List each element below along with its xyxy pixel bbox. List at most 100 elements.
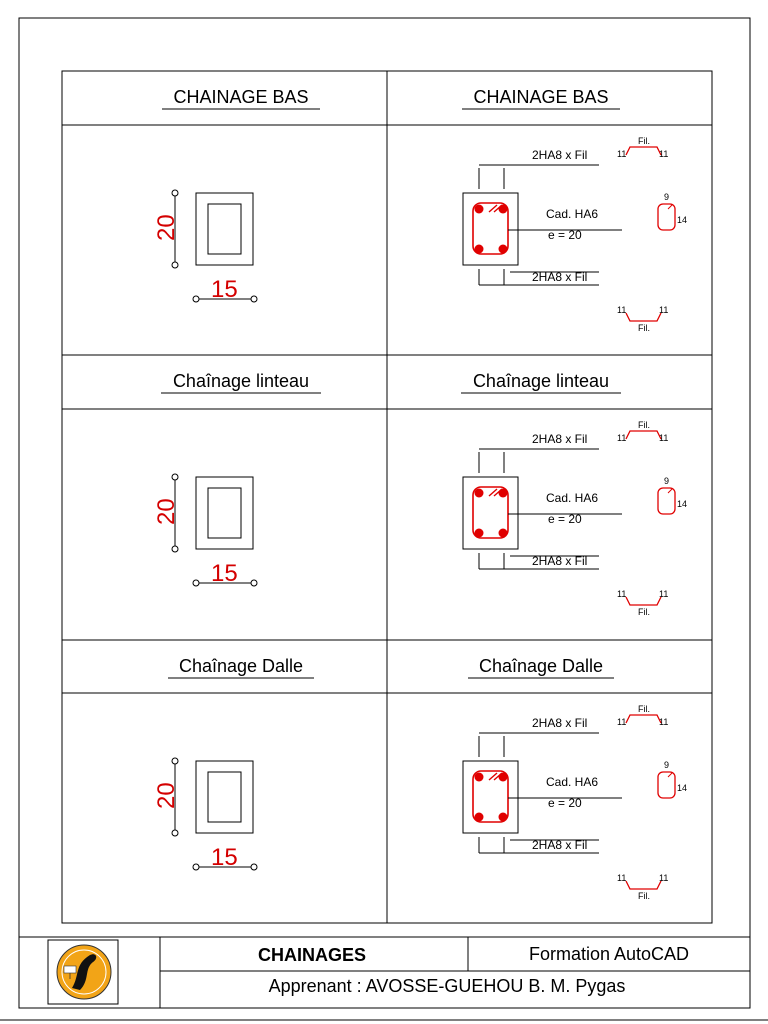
section-outer (195, 760, 254, 834)
top-bar-line (625, 430, 662, 440)
top-bar-right-length: 11 (659, 717, 668, 727)
stirrup-label: Cad. HA6 (546, 775, 598, 789)
top-bar-fil: Fil. (638, 704, 650, 714)
rebar-dot (498, 772, 508, 782)
rebar-dot (498, 244, 508, 254)
rebar-dot (474, 772, 484, 782)
bottom-bar-right-length: 11 (659, 873, 668, 883)
sheet-border (18, 17, 751, 1009)
bottom-bar-label: 2HA8 x Fil (532, 270, 587, 284)
bottom-bar-left-length: 11 (617, 305, 626, 315)
rebar-dot (474, 488, 484, 498)
left-section-title: Chaînage Dalle (179, 656, 303, 676)
stirrup-shape-hook (667, 488, 673, 494)
rebar-dot (498, 204, 508, 214)
student-name: Apprenant : AVOSSE-GUEHOU B. M. Pygas (269, 976, 626, 996)
title-block: CHAINAGES Formation AutoCAD Apprenant : … (18, 936, 751, 1009)
panel-1: CHAINAGE BAS CHAINAGE BAS 20 15 2HA8 x Fil Ca… (153, 87, 687, 333)
height-dimension-label: 20 (153, 782, 180, 809)
bottom-bar-line (625, 312, 662, 322)
spacing-label: e = 20 (548, 796, 582, 810)
height-dimension-label: 20 (153, 214, 180, 241)
rebar-dot (474, 812, 484, 822)
logo-frame (47, 939, 119, 1005)
dimension-end-marker (192, 579, 200, 587)
bottom-bar-right-length: 11 (659, 305, 668, 315)
height-dimension-label: 20 (153, 498, 180, 525)
rebar-dot (498, 528, 508, 538)
width-dimension-label: 15 (211, 560, 238, 587)
top-bar-right-length: 11 (659, 149, 668, 159)
school-logo (56, 944, 112, 1000)
stirrup-shape: 9 14 (657, 192, 687, 231)
stirrup-hook (488, 204, 498, 213)
stirrup-label: Cad. HA6 (546, 207, 598, 221)
stirrup-shape-top: 9 (664, 192, 669, 202)
dimension-end-marker (171, 261, 179, 269)
stirrup-shape-hook (667, 772, 673, 778)
stirrup-shape-top: 9 (664, 476, 669, 486)
bottom-bar-line (625, 880, 662, 890)
dimension-end-marker (250, 295, 258, 303)
top-bar-fil: Fil. (638, 136, 650, 146)
stirrup (472, 770, 509, 823)
dimension-end-marker (192, 295, 200, 303)
width-dimension-label: 15 (211, 276, 238, 303)
right-section-title: CHAINAGE BAS (473, 87, 608, 107)
spacing-label: e = 20 (548, 512, 582, 526)
spacing-label: e = 20 (548, 228, 582, 242)
left-section-title: CHAINAGE BAS (173, 87, 308, 107)
beam-outline (462, 476, 519, 550)
rebar-dot (498, 812, 508, 822)
left-section-title: Chaînage linteau (173, 371, 309, 391)
dimension-end-marker (171, 545, 179, 553)
stirrup-shape-hook (667, 204, 673, 210)
top-bar-right-length: 11 (659, 433, 668, 443)
top-bar-line (625, 714, 662, 724)
right-section-title: Chaînage linteau (473, 371, 609, 391)
rebar-dot (474, 244, 484, 254)
top-bar-shape: Fil. 11 11 (617, 136, 668, 159)
stirrup-shape: 9 14 (657, 760, 687, 799)
rebar-dot (498, 488, 508, 498)
top-bar-label: 2HA8 x Fil (532, 716, 587, 730)
stirrup-shape-outline (657, 203, 676, 231)
stirrup (472, 202, 509, 255)
right-section-title: Chaînage Dalle (479, 656, 603, 676)
stirrup-shape-side: 14 (677, 215, 687, 225)
bottom-bar-fil: Fil. (638, 891, 650, 901)
stirrup-shape-side: 14 (677, 783, 687, 793)
dimension-end-marker (171, 473, 179, 481)
beam-outline (462, 760, 519, 834)
bottom-bar-left-length: 11 (617, 873, 626, 883)
stirrup-shape-top: 9 (664, 760, 669, 770)
drawing-title: CHAINAGES (258, 945, 366, 965)
dimension-end-marker (171, 757, 179, 765)
bottom-bar-fil: Fil. (638, 607, 650, 617)
section-outer (195, 192, 254, 266)
top-bar-fil: Fil. (638, 420, 650, 430)
stirrup-shape-outline (657, 487, 676, 515)
dimension-end-marker (171, 189, 179, 197)
stirrup-shape: 914 (657, 476, 687, 515)
stirrup-label: Cad. HA6 (546, 491, 598, 505)
top-bar-left-length: 11 (617, 149, 626, 159)
stirrup-hook (488, 488, 498, 497)
bottom-bar-fil: Fil. (638, 323, 650, 333)
top-bar-shape: Fil. 11 11 (617, 704, 668, 727)
top-bar-left-length: 11 (617, 717, 626, 727)
table-grid (61, 70, 713, 924)
rebar-dot (474, 528, 484, 538)
dimension-end-marker (250, 579, 258, 587)
stirrup-hook (488, 772, 498, 781)
top-bar-line (625, 146, 662, 156)
